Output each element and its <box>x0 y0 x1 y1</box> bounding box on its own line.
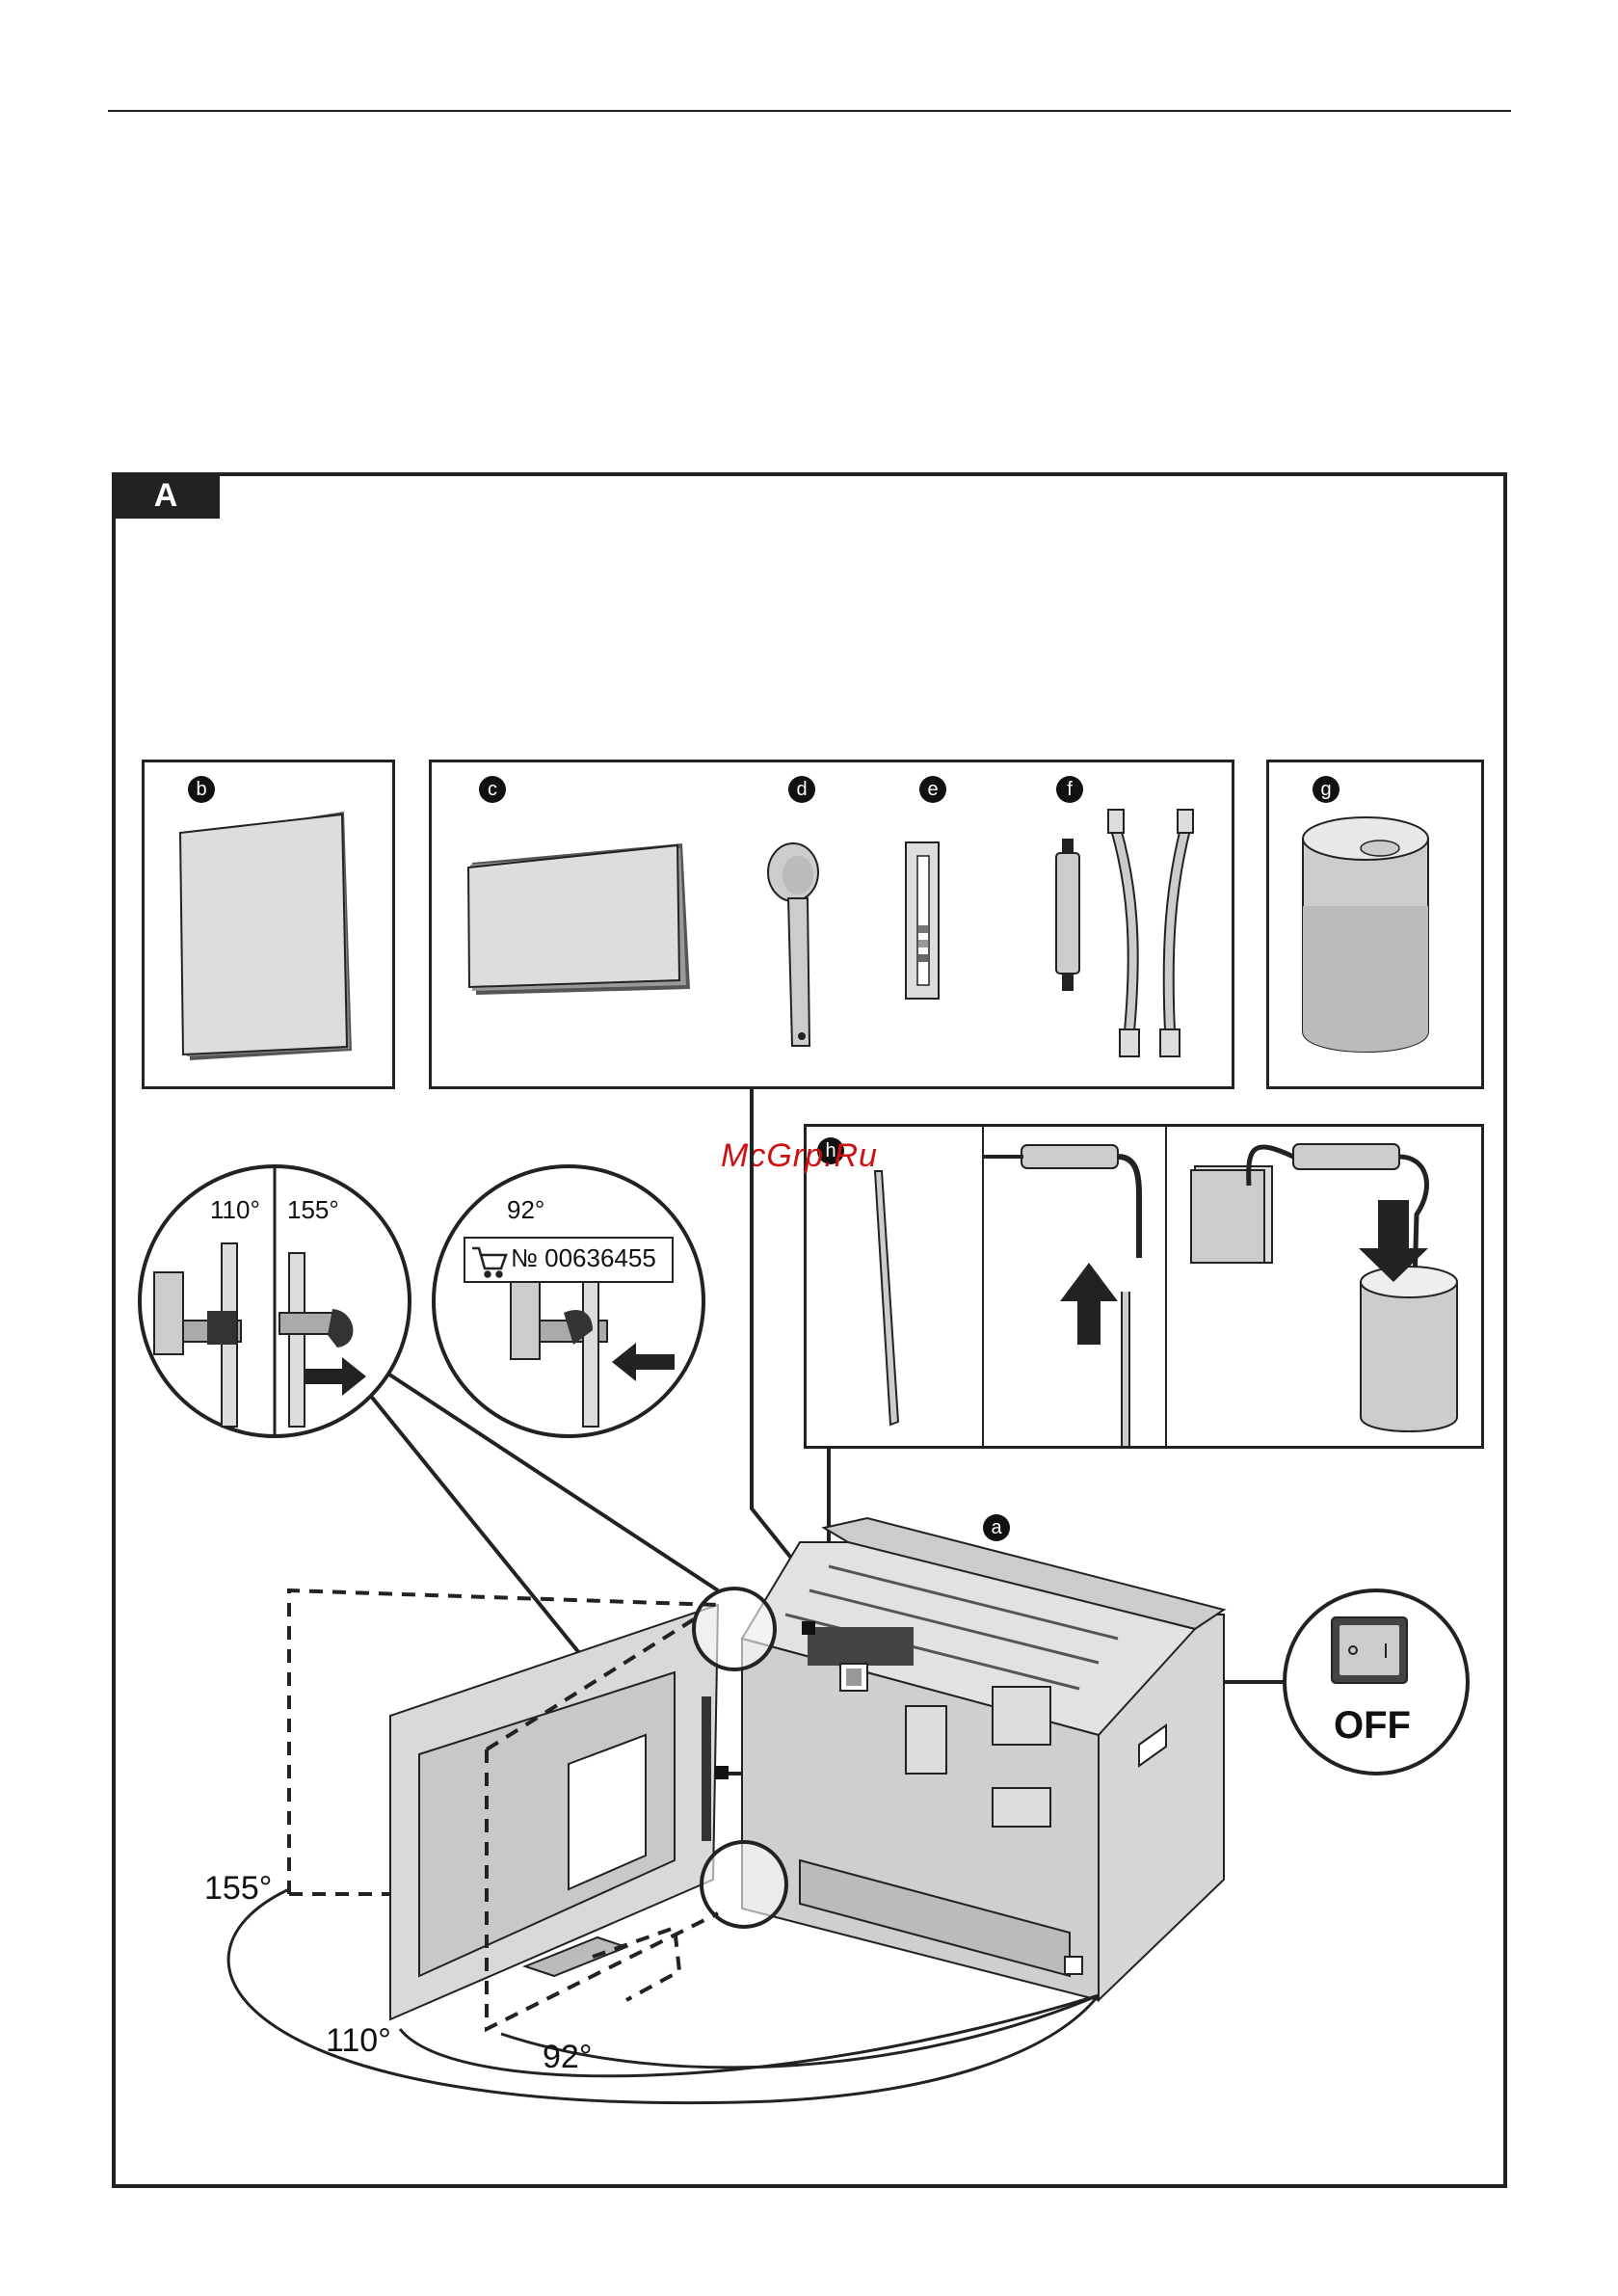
hose-icon <box>1108 810 1193 1056</box>
angle-label-110-detail: 110° <box>210 1195 260 1225</box>
insert-tube-icon <box>1191 1144 1457 1431</box>
angle-label-155: 155° <box>204 1870 272 1908</box>
hinge-detail-1 <box>140 1166 410 1436</box>
angle-label-92-detail: 92° <box>507 1195 544 1225</box>
water-filter-icon <box>1056 839 1079 991</box>
tube-icon <box>875 1171 898 1425</box>
coffee-machine <box>390 1518 1224 2019</box>
angle-label-110: 110° <box>326 2022 391 2060</box>
angle-label-155-detail: 155° <box>287 1195 339 1225</box>
switch-state-label: OFF <box>1334 1704 1411 1748</box>
manual-icon <box>468 843 690 995</box>
hinge-detail-2 <box>434 1166 703 1436</box>
connector-dot-1 <box>802 1621 815 1635</box>
upper-hinge-callout <box>694 1589 775 1669</box>
measuring-spoon-icon <box>768 843 818 1046</box>
connector-dot-2 <box>715 1766 729 1779</box>
test-strip-icon <box>906 842 939 999</box>
milk-container-icon <box>1303 817 1428 1052</box>
angle-label-92: 92° <box>543 2039 592 2076</box>
power-switch-icon <box>1332 1617 1407 1683</box>
order-number: № 00636455 <box>511 1243 656 1273</box>
connect-tube-icon <box>983 1145 1139 1446</box>
booklet-icon <box>180 812 352 1060</box>
